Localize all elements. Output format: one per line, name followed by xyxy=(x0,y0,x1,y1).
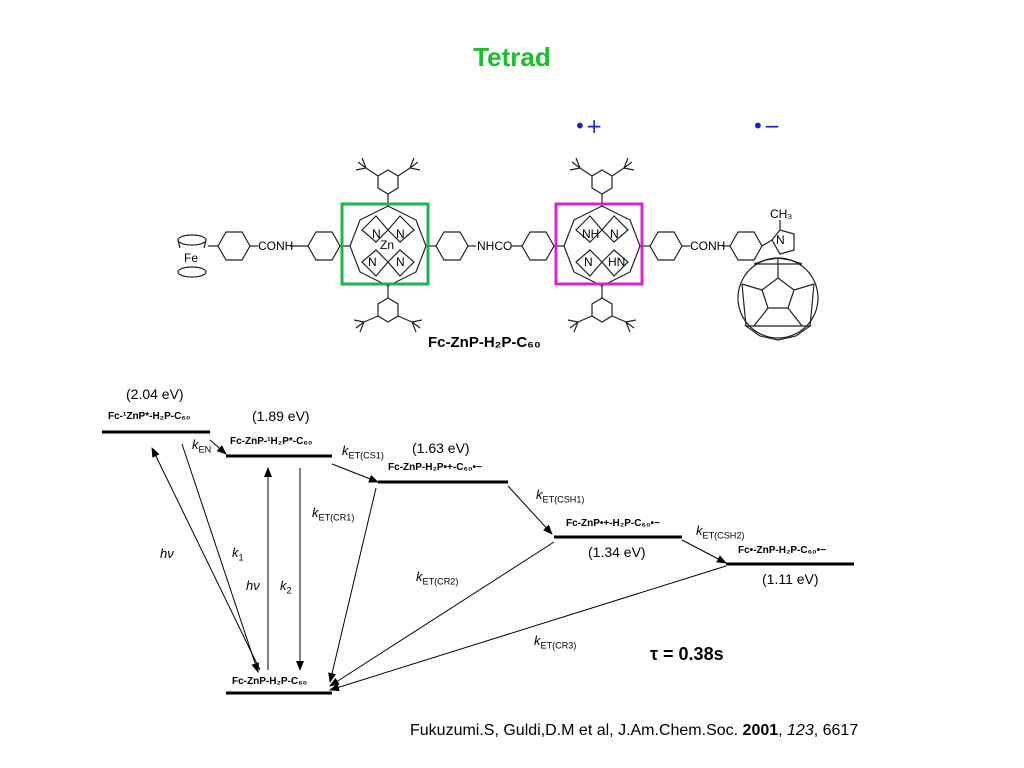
ferrocene-icon xyxy=(177,234,207,278)
state-znp-singlet: Fc-¹ZnP*-H₂P-C₆₀ xyxy=(108,411,191,422)
n-label-6: N xyxy=(584,255,593,269)
rate-k2: k2 xyxy=(280,578,292,596)
n-label-1: N xyxy=(372,227,381,241)
rate-k-et-cs1: kET(CS1) xyxy=(342,443,384,461)
rate-k-et-cr3: kET(CR3) xyxy=(534,633,577,651)
state-fc-csh2: Fc•-ZnP-H₂P-C₆₀•− xyxy=(738,545,826,556)
conh-left-label: CONH xyxy=(258,239,293,253)
rate-k-et-csh1: kET(CSH1) xyxy=(536,487,585,505)
state-znp-csh1: Fc-ZnP•+-H₂P-C₆₀•− xyxy=(566,518,660,529)
nh-label: NH xyxy=(582,227,599,241)
rate-k-et-cr2: kET(CR2) xyxy=(416,569,459,587)
energy-fc-csh2: (1.11 eV) xyxy=(762,571,819,587)
zn-porphyrin-highlight-box xyxy=(340,202,430,286)
citation: Fukuzumi.S, Guldi,D.M et al, J.Am.Chem.S… xyxy=(410,722,859,739)
energy-h2p-singlet: (1.89 eV) xyxy=(252,408,310,424)
radical-anion-symbol: •− xyxy=(752,114,781,138)
arrow-k-et-csh2 xyxy=(681,539,727,564)
fullerene-c60-icon xyxy=(737,257,819,341)
rate-k-en: kEN xyxy=(192,437,212,455)
nhco-label: NHCO xyxy=(477,239,512,253)
state-h2p-singlet: Fc-ZnP-¹H₂P*-C₆₀ xyxy=(230,436,313,447)
state-h2p-cs1: Fc-ZnP-H₂P•+-C₆₀•− xyxy=(388,462,482,473)
h2p-highlight-box xyxy=(554,202,644,286)
hn-label: HN xyxy=(608,255,625,269)
lifetime-label: τ = 0.38s xyxy=(650,644,724,664)
fe-label: Fe xyxy=(184,251,198,265)
arrow-k-et-cr3 xyxy=(329,565,727,692)
conh-right-label: CONH xyxy=(690,239,725,253)
energy-znp-csh1: (1.34 eV) xyxy=(588,544,646,560)
tetrad-structure: Fe CONH Zn N N N N NHCO NH N N HN CONH N… xyxy=(177,157,819,341)
molecule-name: Fc-ZnP-H₂P-C₆₀ xyxy=(428,334,541,351)
rate-k-et-cr1: kET(CR1) xyxy=(312,505,355,523)
arrow-k-et-cr2 xyxy=(329,541,555,687)
n-label-7: N xyxy=(776,233,785,247)
rate-k1: k1 xyxy=(232,545,244,563)
arrow-k-et-cs1 xyxy=(331,463,379,483)
arrow-k1 xyxy=(181,443,259,673)
hv-label-left: hν xyxy=(160,546,174,561)
rate-k-et-csh2: kET(CSH2) xyxy=(696,523,745,541)
n-label-4: N xyxy=(396,255,405,269)
hv-label-center: hν xyxy=(246,578,260,593)
n-label-2: N xyxy=(396,227,405,241)
arrow-hv-1 xyxy=(151,447,261,671)
n-label-5: N xyxy=(610,227,619,241)
energy-znp-singlet: (2.04 eV) xyxy=(126,386,184,402)
energy-level-diagram xyxy=(102,430,854,695)
energy-h2p-cs1: (1.63 eV) xyxy=(412,440,470,456)
n-label-3: N xyxy=(368,255,377,269)
arrow-k-et-csh1 xyxy=(507,485,553,535)
ch3-label: CH₃ xyxy=(770,207,792,221)
arrow-k-en xyxy=(209,439,227,455)
free-base-porphyrin-ring xyxy=(563,205,641,287)
radical-cation-symbol: •+ xyxy=(574,114,603,138)
zn-label: Zn xyxy=(380,238,394,252)
page-title: Tetrad xyxy=(473,42,551,72)
arrow-k-et-cr1 xyxy=(328,487,377,683)
state-ground: Fc-ZnP-H₂P-C₆₀ xyxy=(232,676,308,687)
